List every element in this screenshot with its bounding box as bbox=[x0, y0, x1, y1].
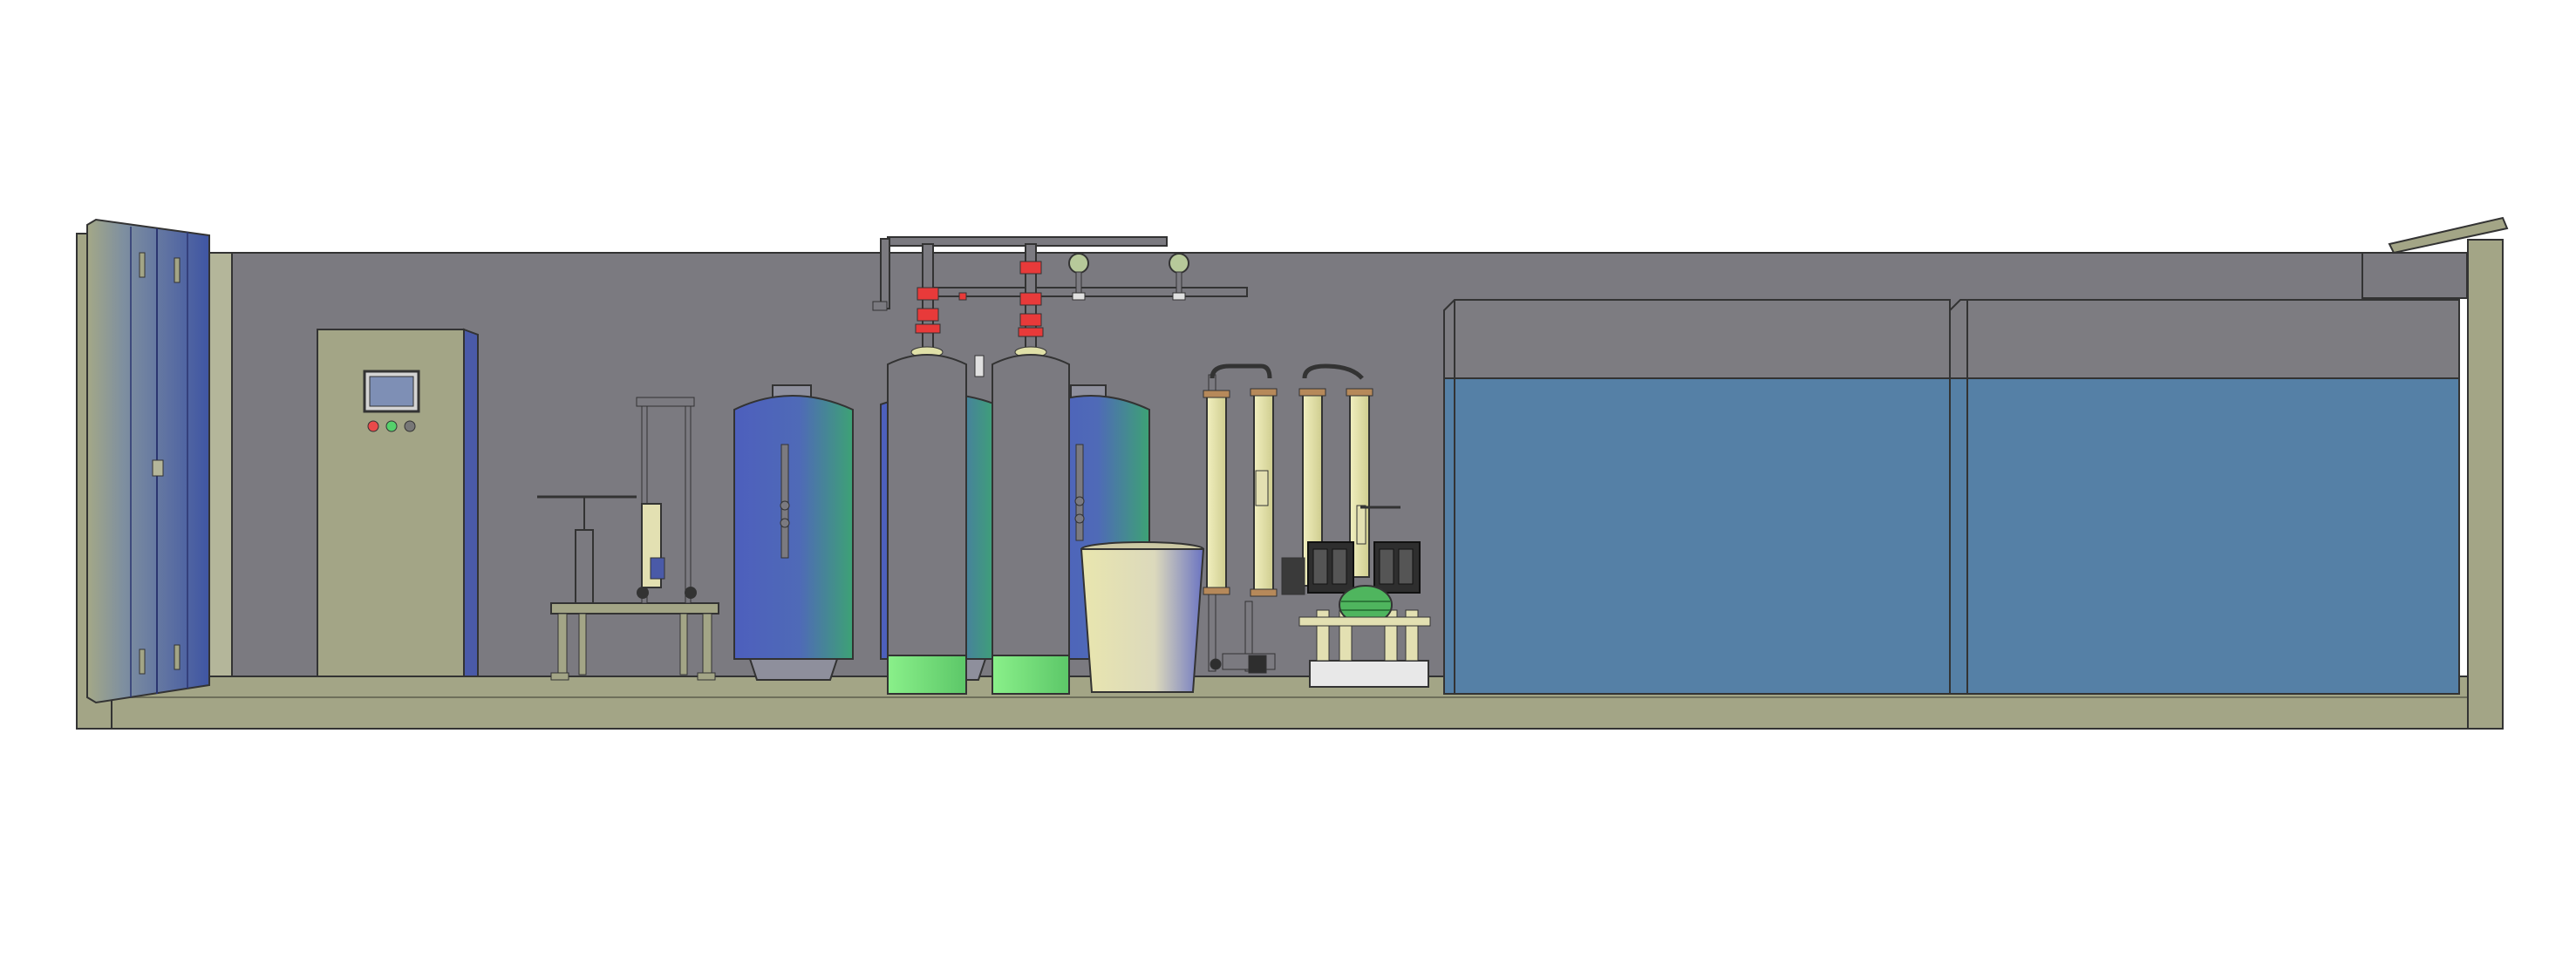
container-door bbox=[86, 218, 210, 704]
pressure-vessel-1 bbox=[733, 384, 854, 681]
pressure-gauge-2 bbox=[1169, 253, 1189, 274]
booster-pump-skid bbox=[1298, 505, 1431, 688]
indicator-green bbox=[385, 420, 398, 432]
membrane-rack bbox=[1203, 363, 1373, 674]
indicator-gray bbox=[404, 420, 416, 432]
pressure-gauge-1 bbox=[1068, 253, 1089, 274]
overhead-piping bbox=[872, 236, 1248, 311]
dosing-tank bbox=[575, 529, 594, 604]
control-cabinet bbox=[317, 328, 479, 677]
right-end-frame bbox=[2467, 239, 2504, 730]
brine-tank bbox=[1080, 541, 1205, 693]
water-tank-2 bbox=[1949, 299, 2460, 695]
filter-vessel-1 bbox=[887, 243, 967, 695]
membrane-1 bbox=[1206, 395, 1227, 592]
water-tank-1 bbox=[1443, 299, 1951, 695]
dosing-station bbox=[537, 397, 719, 681]
filter-base-2 bbox=[992, 655, 1070, 695]
filter-base-1 bbox=[887, 655, 967, 695]
back-wall-right-step bbox=[2361, 252, 2468, 299]
indicator-red bbox=[367, 420, 379, 432]
filter-vessel-2 bbox=[992, 243, 1070, 695]
